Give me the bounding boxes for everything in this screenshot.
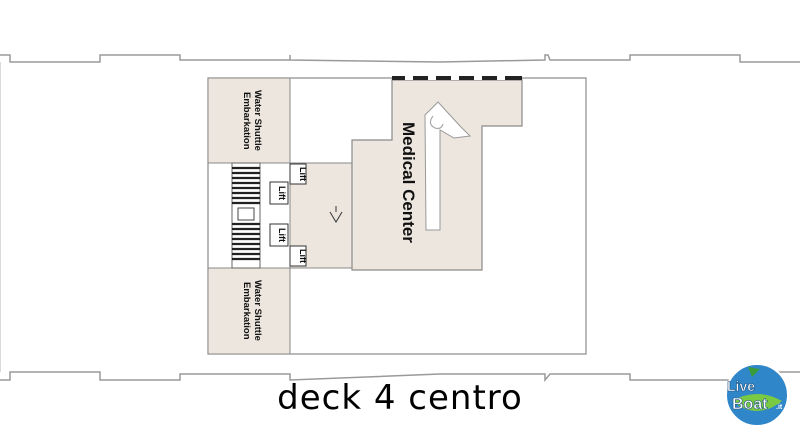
lift-labels: Lift Lift Lift Lift [277,167,308,263]
lift-boxes [269,163,307,267]
medical-entry-ticks [405,76,505,80]
svg-text:Live: Live [727,378,755,394]
medical-center-label: Medical Center [399,122,418,243]
livebarca-logo: Live Boat .it [725,363,789,427]
shuttle-label-top: Water Shuttle Embarkation [241,90,263,151]
corridor-curve [429,115,444,130]
shuttle-label-bottom: Water Shuttle Embarkation [241,280,263,341]
svg-text:Boat: Boat [732,396,768,413]
door-symbol [329,206,343,223]
svg-text:Embarkation: Embarkation [241,92,252,150]
svg-text:Water Shuttle: Water Shuttle [252,280,263,341]
hull-outline [0,54,800,383]
staircase [231,162,261,269]
svg-text:.it: .it [776,404,783,411]
svg-text:Embarkation: Embarkation [241,282,252,340]
deck-title: deck 4 centro [277,378,523,418]
svg-text:Lift: Lift [277,228,287,242]
svg-text:Water Shuttle: Water Shuttle [252,90,263,151]
svg-text:Lift: Lift [298,167,308,181]
shuttle-room-bottom [207,267,291,355]
svg-text:Lift: Lift [277,186,287,200]
svg-text:Lift: Lift [298,249,308,263]
shuttle-room-top [207,77,291,164]
medical-corridor [424,101,472,231]
